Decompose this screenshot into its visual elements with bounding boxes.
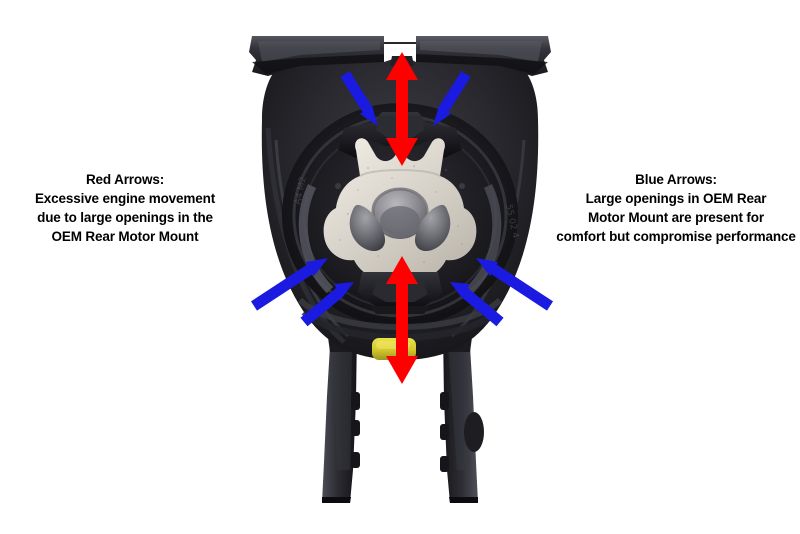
annotation-blue-arrows: Blue Arrows: Large openings in OEM Rear … — [552, 170, 800, 246]
red-arrow-group — [386, 52, 418, 384]
blue-arrow-lower-right-outer — [476, 258, 554, 311]
blue-arrow-upper-right — [433, 71, 471, 126]
annotation-blue-line-1: Large openings in OEM Rear — [585, 191, 767, 206]
bracket-leg-right — [440, 330, 484, 503]
annotation-blue-title: Blue Arrows: — [635, 172, 717, 187]
annotation-blue-line-3: comfort but compromise performance — [556, 229, 796, 244]
bracket-leg-left — [322, 330, 360, 503]
annotation-red-line-3: OEM Rear Motor Mount — [51, 229, 199, 244]
blue-arrow-lower-left-outer — [250, 258, 328, 311]
annotation-red-line-2: due to large openings in the — [37, 210, 213, 225]
annotation-blue-line-2: Motor Mount are present for — [588, 210, 764, 225]
blue-arrow-lower-right-inner — [450, 282, 504, 327]
core-opening-left — [349, 204, 386, 252]
blue-arrow-upper-left — [340, 71, 378, 126]
blue-arrow-lower-left-inner — [300, 282, 354, 327]
red-arrow-upper — [386, 52, 418, 166]
annotation-red-title: Red Arrows: — [85, 172, 165, 187]
top-flange-right — [416, 36, 551, 76]
top-flange-left — [249, 36, 384, 76]
core-opening-right — [414, 204, 451, 252]
central-bore — [371, 187, 429, 239]
annotation-red-line-1: Excessive engine movement — [34, 191, 216, 206]
annotation-red-arrows: Red Arrows: Excessive engine movement du… — [2, 170, 248, 246]
red-arrow-lower — [386, 256, 418, 384]
blue-arrow-group — [250, 71, 554, 327]
